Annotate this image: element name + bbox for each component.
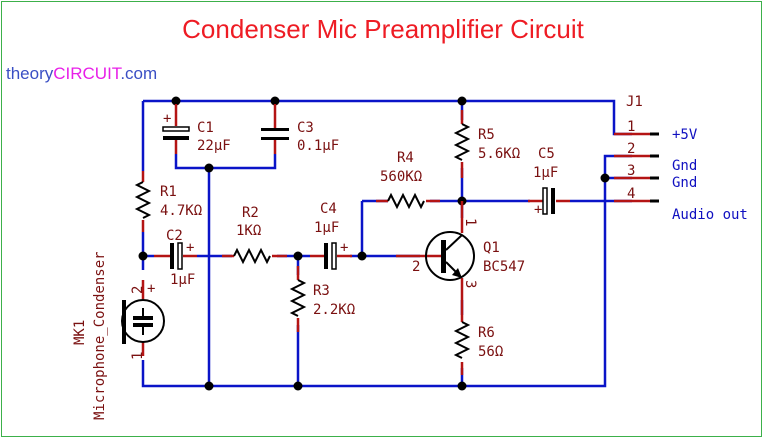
- net-label-gnd: Gnd: [672, 175, 697, 191]
- net-label-gnd: Gnd: [672, 158, 697, 174]
- j1-pin-label: 1: [627, 119, 635, 135]
- junction-dot: [600, 173, 610, 183]
- c4-value: 1µF: [314, 220, 339, 236]
- resistor-r1: R1 4.7KΩ: [134, 171, 202, 232]
- microphone-mk1: + 2 1 MK1 Microphone_Condenser: [72, 251, 165, 420]
- r2-ref: R2: [242, 205, 259, 221]
- resistor-r3: R3 2.2KΩ: [289, 266, 355, 332]
- junction-dot: [357, 251, 367, 261]
- capacitor-c3: C3 0.1µF: [261, 104, 339, 154]
- capacitor-c1: + C1 22µF: [162, 104, 231, 154]
- c2-value: 1µF: [170, 272, 195, 288]
- junction-dot: [457, 96, 467, 106]
- connector-j1: J1 1 2 3 4 +5V Gnd Gnd Audio out: [614, 94, 748, 223]
- j1-ref: J1: [626, 94, 643, 110]
- mk1-pin-label: 1: [130, 352, 146, 360]
- q1-pin-label: 1: [462, 218, 478, 226]
- net-label-audio-out: Audio out: [672, 207, 748, 223]
- r5-value: 5.6KΩ: [478, 146, 520, 162]
- r3-value: 2.2KΩ: [313, 302, 355, 318]
- q1-pin-label: 2: [412, 259, 420, 275]
- j1-pin-label: 2: [627, 141, 635, 157]
- c3-ref: C3: [297, 120, 314, 136]
- mk1-value: Microphone_Condenser: [92, 251, 108, 420]
- polarity-plus: +: [186, 240, 194, 256]
- capacitor-c4: + C4 1µF: [310, 201, 352, 270]
- brand-watermark: theoryCIRCUIT.com: [6, 64, 157, 84]
- c2-ref: C2: [166, 228, 183, 244]
- c5-value: 1µF: [533, 165, 558, 181]
- r3-ref: R3: [313, 283, 330, 299]
- c5-ref: C5: [538, 146, 555, 162]
- r4-value: 560KΩ: [380, 169, 422, 185]
- polarity-plus: +: [534, 202, 542, 218]
- c4-ref: C4: [320, 201, 337, 217]
- junction-dot: [270, 96, 280, 106]
- brand-part1: theory: [6, 64, 54, 83]
- net-label-5v: +5V: [672, 127, 698, 143]
- mk1-ref: MK1: [72, 320, 88, 345]
- junction-dot: [204, 381, 214, 391]
- c1-ref: C1: [197, 120, 214, 136]
- r1-value: 4.7KΩ: [160, 203, 202, 219]
- resistor-r5: R5 5.6KΩ: [453, 110, 520, 178]
- polarity-plus: +: [147, 281, 155, 297]
- r6-ref: R6: [478, 325, 495, 341]
- resistor-r2: R2 1KΩ: [222, 205, 287, 265]
- q1-ref: Q1: [483, 240, 500, 256]
- junction-dot: [171, 96, 181, 106]
- j1-pin-label: 4: [627, 186, 635, 202]
- brand-part3: .com: [120, 64, 158, 83]
- junction-dot: [138, 251, 148, 261]
- diagram-title: Condenser Mic Preamplifier Circuit: [182, 14, 584, 44]
- capacitor-c5: + C5 1µF: [528, 146, 570, 218]
- r5-ref: R5: [478, 127, 495, 143]
- resistor-r6: R6 56Ω: [453, 300, 503, 375]
- q1-pin-label: 3: [462, 280, 478, 288]
- junction-dot: [204, 163, 214, 173]
- polarity-plus: +: [163, 111, 171, 127]
- polarity-plus: +: [340, 240, 348, 256]
- junction-dot: [293, 381, 303, 391]
- brand-part2: CIRCUIT: [53, 64, 121, 83]
- junctions: [138, 96, 610, 391]
- q1-value: BC547: [483, 259, 525, 275]
- capacitor-c2: + C2 1µF: [154, 228, 197, 288]
- transistor-q1: 1 2 3 Q1 BC547: [396, 201, 525, 300]
- c3-value: 0.1µF: [297, 138, 339, 154]
- r4-ref: R4: [397, 150, 414, 166]
- junction-dot: [457, 381, 467, 391]
- r1-ref: R1: [160, 184, 177, 200]
- j1-pin-label: 3: [627, 163, 635, 179]
- r6-value: 56Ω: [478, 344, 503, 360]
- junction-dot: [293, 251, 303, 261]
- c1-value: 22µF: [197, 138, 231, 154]
- r2-value: 1KΩ: [236, 223, 261, 239]
- resistor-r4: R4 560KΩ: [376, 150, 440, 210]
- mk1-pin-label: 2: [130, 286, 146, 294]
